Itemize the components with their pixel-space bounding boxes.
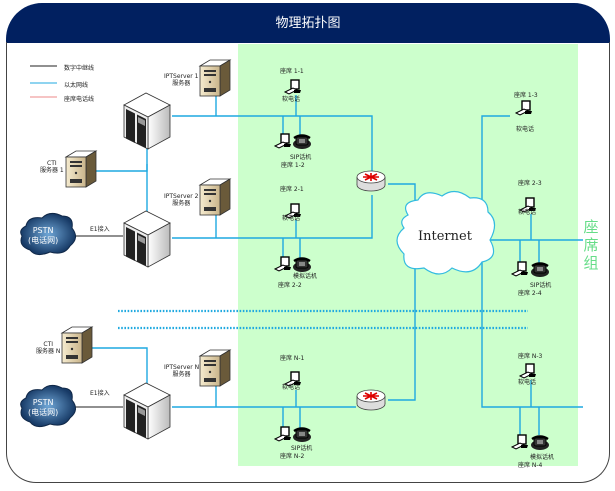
seat-n-4-device: 模拟话机 <box>530 454 555 461</box>
diagram-frame <box>6 42 610 483</box>
ethernet-links <box>92 88 583 435</box>
seat-n-1-name: 座席 N-1 <box>280 355 305 362</box>
seat-2-3-name: 座席 2-3 <box>518 180 542 187</box>
seat-1-1-device: 软电话 <box>282 96 301 103</box>
internet-label: Internet <box>418 229 472 244</box>
seat-n-2-device: SIP话机 <box>291 445 313 452</box>
sip-phone-1-2-icon <box>291 134 313 151</box>
seat-2-2-device: 模拟话机 <box>293 273 318 280</box>
router-1-icon <box>356 170 386 192</box>
cti-server-n-icon <box>61 326 93 364</box>
switch-2-icon <box>123 210 171 268</box>
sip-phone-n-2-icon <box>291 427 313 444</box>
e1-n-label: E1接入 <box>90 390 110 397</box>
seat-1-1-name: 座席 1-1 <box>280 68 304 75</box>
seat-2-2-name: 座席 2-2 <box>278 282 302 289</box>
pc-1-3-icon <box>515 100 533 116</box>
e1-1-label: E1接入 <box>90 226 110 233</box>
legend-trunk-label: 数字中继线 <box>64 65 95 72</box>
seat-1-2-device: SIP话机 <box>290 154 312 161</box>
pstn-1-label: PSTN(电话网) <box>28 226 59 245</box>
pstn-cloud-2 <box>20 384 76 428</box>
sip-phone-2-4-icon <box>529 262 551 279</box>
diagram-title: 物理拓扑图 <box>275 16 341 31</box>
seat-1-3-device: 软电话 <box>516 126 535 133</box>
switch-1-icon <box>123 92 171 150</box>
seat-2-1-name: 座席 2-1 <box>280 186 304 193</box>
pc-n-4-icon <box>511 434 529 450</box>
router-n-icon <box>356 389 386 411</box>
analog-phone-n-4-icon <box>529 435 551 452</box>
legend-seat-label: 座席电话线 <box>64 96 95 103</box>
pc-1-2-icon <box>274 133 292 149</box>
pc-n-2-icon <box>274 426 292 442</box>
iptserver-1-icon <box>199 59 231 97</box>
seat-2-1-device: 软电话 <box>282 215 301 222</box>
pc-1-1-icon <box>284 79 302 95</box>
cti-server-1-icon <box>65 150 97 188</box>
seat-1-3-name: 座席 1-3 <box>514 92 538 99</box>
seat-n-2-name: 座席 N-2 <box>280 453 305 460</box>
trunk-links <box>68 235 123 408</box>
seat-2-3-device: 软电话 <box>518 209 537 216</box>
dotted-separators <box>118 309 528 330</box>
legend-ethernet-label: 以太网线 <box>64 82 89 89</box>
pstn-cloud-1 <box>20 212 76 256</box>
seat-n-4-name: 座席 N-4 <box>518 462 543 469</box>
pc-2-2-icon <box>274 256 292 272</box>
seat-n-3-name: 座席 N-3 <box>518 353 543 360</box>
title-bar: 物理拓扑图 <box>6 3 610 43</box>
pc-n-3-icon <box>519 363 537 379</box>
seat-2-4-device: SIP话机 <box>530 282 552 289</box>
switch-n-icon <box>123 382 171 440</box>
iptserver-2-icon <box>199 178 231 216</box>
pstn-n-label: PSTN(电话网) <box>28 398 59 417</box>
seat-n-1-device: 软电话 <box>282 384 301 391</box>
seat-group-label: 座席组 <box>583 218 599 272</box>
internet-cloud <box>396 190 496 275</box>
seat-2-4-name: 座席 2-4 <box>518 290 542 297</box>
seat-1-2-name: 座席 1-2 <box>281 162 305 169</box>
analog-phone-2-2-icon <box>291 257 313 274</box>
pc-2-4-icon <box>511 261 529 277</box>
seat-n-3-device: 软电话 <box>518 379 537 386</box>
iptserver-n-icon <box>199 349 231 387</box>
